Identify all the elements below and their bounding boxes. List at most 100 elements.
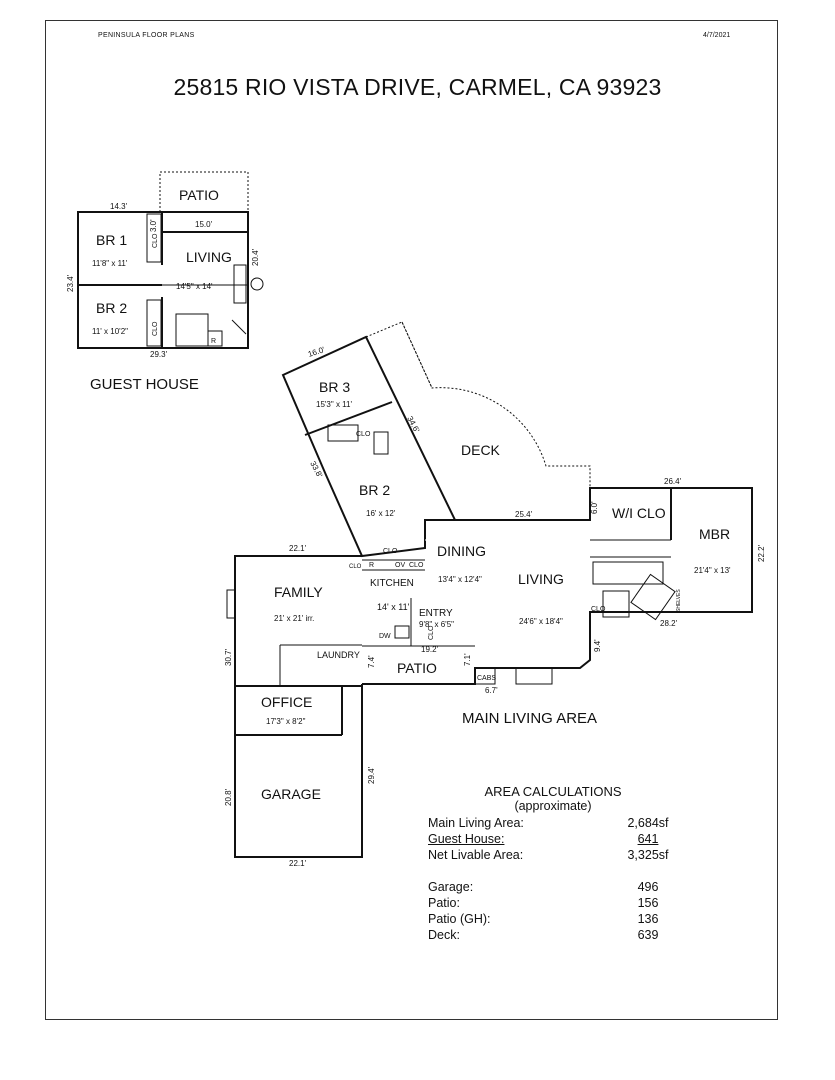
area-row-value: 496 bbox=[637, 880, 659, 894]
guest-door-swing bbox=[231, 319, 247, 335]
area-row-patio: Patio: 156 bbox=[428, 895, 678, 911]
guest-patio-outline bbox=[159, 171, 249, 232]
patio-label: PATIO bbox=[397, 660, 437, 676]
area-row-label: Deck: bbox=[428, 928, 460, 942]
area-row-label: Patio: bbox=[428, 896, 460, 910]
br3-br2-wall bbox=[304, 401, 393, 436]
entry-label: ENTRY bbox=[419, 608, 453, 619]
dining-size: 13'4" x 12'4" bbox=[438, 575, 482, 584]
area-row-main: Main Living Area: 2,684sf bbox=[428, 815, 678, 831]
family-clo: CLO bbox=[349, 564, 362, 570]
area-row-label: Main Living Area: bbox=[428, 816, 524, 830]
cabs-label: CABS bbox=[477, 675, 496, 682]
mbr-size: 21'4" x 13' bbox=[694, 566, 731, 575]
area-row-value: 641 bbox=[637, 832, 659, 846]
area-row-label: Garage: bbox=[428, 880, 474, 894]
dim-25: 25.4' bbox=[515, 510, 533, 519]
dim-6: 6.0' bbox=[590, 501, 599, 514]
area-subtitle: (approximate) bbox=[514, 799, 592, 813]
living-label: LIVING bbox=[518, 571, 564, 587]
area-calculations: AREA CALCULATIONS (approximate) Main Liv… bbox=[428, 784, 678, 943]
dim-22r: 22.2' bbox=[757, 544, 766, 562]
guest-water-heater bbox=[250, 277, 264, 291]
dim-221b: 22.1' bbox=[289, 859, 307, 868]
area-row-patio-gh: Patio (GH): 136 bbox=[428, 911, 678, 927]
guest-bath bbox=[175, 313, 209, 347]
guest-fridge bbox=[207, 330, 223, 347]
mbr-vanity bbox=[592, 561, 664, 585]
gh-fridge-r: R bbox=[211, 338, 216, 345]
fireplace-living bbox=[515, 667, 553, 685]
kitchen-fridge-r: R bbox=[369, 562, 374, 569]
dim-28: 28.2' bbox=[660, 619, 678, 628]
deck-edge-1 bbox=[365, 321, 433, 389]
area-row-value: 2,684sf bbox=[627, 816, 669, 830]
page-border bbox=[45, 20, 778, 1020]
company-name: PENINSULA FLOOR PLANS bbox=[98, 32, 195, 39]
gh-br2-label: BR 2 bbox=[96, 300, 127, 316]
mbr-shower bbox=[602, 590, 630, 618]
family-size: 21' x 21' irr. bbox=[274, 614, 314, 623]
br2-label: BR 2 bbox=[359, 482, 390, 498]
kitchen-label: KITCHEN bbox=[370, 578, 414, 589]
mbr-clo: CLO bbox=[591, 606, 606, 613]
guest-closet-1 bbox=[146, 213, 162, 263]
br-tub bbox=[327, 424, 359, 442]
gh-br1-label: BR 1 bbox=[96, 232, 127, 248]
main-west-wall bbox=[234, 555, 363, 858]
entry-size: 9'8" x 6'5" bbox=[419, 620, 454, 629]
kitchen-clo-2: CLO bbox=[409, 562, 424, 569]
living-size: 24'6" x 18'4" bbox=[519, 617, 563, 626]
area-row-garage: Garage: 496 bbox=[428, 879, 678, 895]
deck-label: DECK bbox=[461, 442, 501, 458]
guest-house-walls bbox=[77, 211, 249, 349]
cabs-box bbox=[474, 667, 496, 685]
area-title: AREA CALCULATIONS bbox=[484, 784, 622, 799]
main-living-area-label: MAIN LIVING AREA bbox=[462, 710, 597, 727]
area-row-value: 136 bbox=[637, 912, 659, 926]
family-label: FAMILY bbox=[274, 584, 323, 600]
page-title: 25815 RIO VISTA DRIVE, CARMEL, CA 93923 bbox=[173, 74, 662, 100]
gh-living-size: 14'5" x 14' bbox=[176, 282, 213, 291]
shelves-label: SHELVES bbox=[676, 589, 682, 612]
area-row-value: 639 bbox=[637, 928, 659, 942]
garage-label: GARAGE bbox=[261, 786, 321, 802]
gh-living-label: LIVING bbox=[186, 249, 232, 265]
br3-size: 15'3" x 11' bbox=[316, 400, 352, 409]
guest-house-label: GUEST HOUSE bbox=[90, 376, 199, 393]
br2-size: 16' x 12' bbox=[366, 509, 396, 518]
gh-clo-2: CLO bbox=[152, 321, 159, 336]
br3-label: BR 3 bbox=[319, 379, 350, 395]
gh-dim-living-width: 15.0' bbox=[195, 220, 213, 229]
area-row-label: Guest House: bbox=[428, 832, 505, 846]
guest-closet-2 bbox=[146, 299, 162, 347]
mbr-tub bbox=[630, 573, 676, 621]
mbr-label: MBR bbox=[699, 526, 730, 542]
dim-67: 6.7' bbox=[485, 686, 498, 695]
office-size: 17'3" x 8'2" bbox=[266, 717, 306, 726]
area-row-net: Net Livable Area: 3,325sf bbox=[428, 847, 678, 863]
main-house-details bbox=[226, 424, 676, 686]
bedroom-wing bbox=[281, 335, 457, 558]
laundry-label: LAUNDRY bbox=[317, 650, 360, 660]
gh-dim-left: 23.4' bbox=[66, 274, 75, 292]
br3-clo: CLO bbox=[356, 431, 371, 438]
plan-date: 4/7/2021 bbox=[703, 32, 731, 39]
kitchen-oven: OV bbox=[395, 562, 405, 569]
dim-30: 30.7' bbox=[224, 648, 233, 666]
dining-label: DINING bbox=[437, 543, 486, 559]
kitchen-clo: CLO bbox=[383, 548, 398, 555]
dim-208: 20.8' bbox=[224, 788, 233, 806]
area-row-label: Net Livable Area: bbox=[428, 848, 524, 862]
dim-19: 19.2' bbox=[421, 645, 439, 654]
br-vanity bbox=[373, 431, 389, 455]
gh-dim-patio-depth: 3.0' bbox=[149, 219, 158, 232]
guest-patio-edge bbox=[159, 171, 249, 232]
gh-br1-size: 11'8" x 11' bbox=[92, 259, 128, 268]
dim-74: 7.4' bbox=[367, 655, 376, 668]
dim-22t: 22.1' bbox=[289, 544, 307, 553]
area-row-label: Patio (GH): bbox=[428, 912, 491, 926]
area-row-deck: Deck: 639 bbox=[428, 927, 678, 943]
kitchen-size: 14' x 11' bbox=[377, 602, 410, 612]
